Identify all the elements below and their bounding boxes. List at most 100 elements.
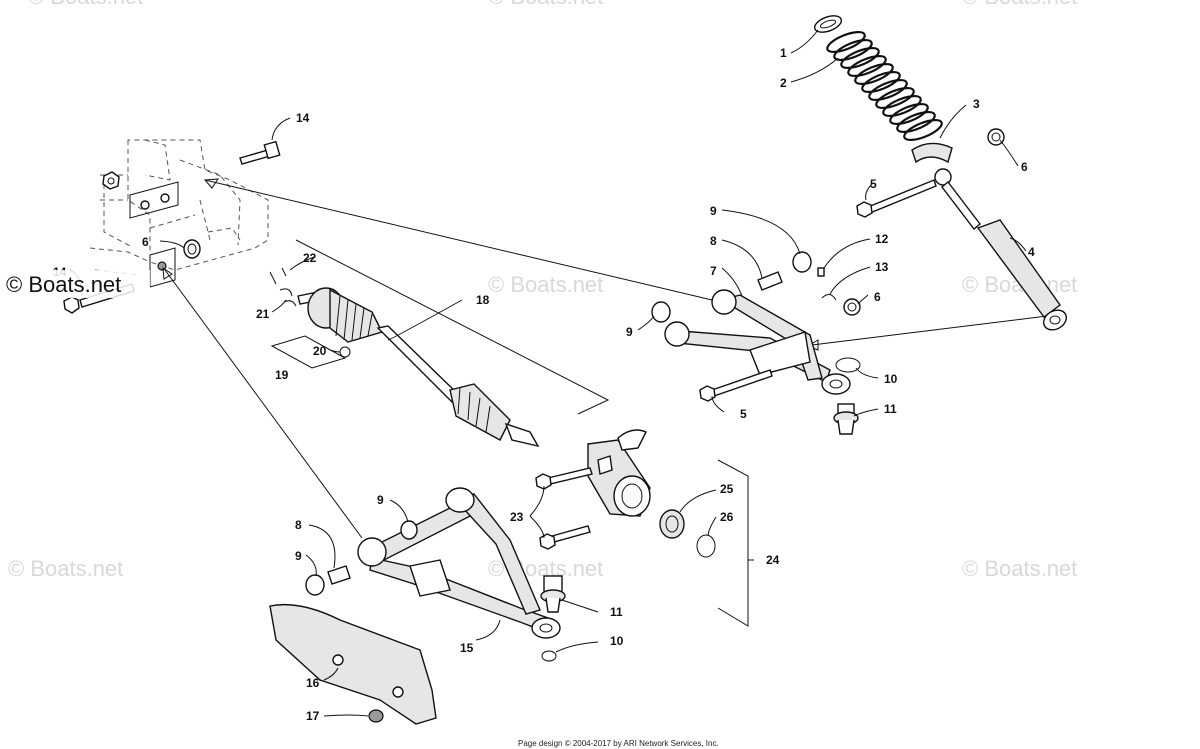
bushing-9-upper-left bbox=[651, 301, 671, 323]
watermark: © Boats.net bbox=[28, 0, 143, 9]
bushing-9-lower-right bbox=[400, 520, 418, 540]
nut-upper-left bbox=[102, 171, 120, 190]
spring-retainer-1 bbox=[813, 15, 843, 33]
spring-coil bbox=[896, 110, 936, 134]
callout-19: 19 bbox=[275, 368, 289, 382]
snap-ring-10-upper bbox=[835, 357, 861, 373]
bearing-25 bbox=[659, 509, 685, 539]
watermark: © Boats.net bbox=[488, 272, 603, 297]
spring-coil bbox=[868, 78, 908, 102]
corner-watermark: © Boats.net bbox=[4, 270, 150, 298]
bushing-9-lower-left bbox=[305, 574, 325, 596]
callout-16: 16 bbox=[306, 676, 320, 690]
spring-coil bbox=[854, 62, 894, 86]
callout-5-lower: 5 bbox=[740, 407, 747, 421]
ball-joint-11-lower bbox=[540, 575, 566, 613]
bracket-18 bbox=[295, 239, 610, 415]
zerk-12 bbox=[817, 267, 825, 277]
watermark: © Boats.net bbox=[488, 0, 603, 9]
callout-6-arm: 6 bbox=[874, 290, 881, 304]
bolt-5-upper bbox=[856, 179, 937, 218]
callout-20: 20 bbox=[313, 344, 327, 358]
spring-coil bbox=[833, 38, 873, 62]
callout-2: 2 bbox=[780, 76, 787, 90]
callout-12: 12 bbox=[875, 232, 889, 246]
nut-6-upper bbox=[987, 128, 1005, 146]
watermark: © Boats.net bbox=[962, 556, 1077, 581]
shock-absorber-4 bbox=[934, 168, 1068, 331]
watermark: © Boats.net bbox=[962, 0, 1077, 9]
callout-9-upper-left: 9 bbox=[626, 325, 633, 339]
callout-22: 22 bbox=[303, 251, 317, 265]
spring-coil bbox=[847, 54, 887, 78]
sleeve-8-lower bbox=[327, 565, 351, 585]
callout-11-lower: 11 bbox=[610, 605, 623, 619]
callout-9-lower-left: 9 bbox=[295, 549, 302, 563]
clip-13 bbox=[821, 294, 837, 301]
sleeve-8-upper bbox=[757, 271, 783, 291]
lower-a-arm-15 bbox=[357, 487, 561, 639]
callout-3: 3 bbox=[973, 97, 980, 111]
clamp-20 bbox=[339, 346, 351, 358]
callout-7: 7 bbox=[710, 264, 717, 278]
bracket-24 bbox=[717, 459, 749, 627]
callout-13: 13 bbox=[875, 260, 889, 274]
spring-coil bbox=[826, 30, 866, 54]
boot-kit-21 bbox=[279, 288, 297, 307]
callout-8-lower: 8 bbox=[295, 518, 302, 532]
nut-6-left bbox=[183, 239, 201, 259]
bolt-23-upper bbox=[535, 467, 593, 490]
callout-5-upper: 5 bbox=[870, 177, 877, 191]
spring-coil bbox=[861, 70, 901, 94]
callout-6-frame: 6 bbox=[142, 235, 149, 249]
callout-25: 25 bbox=[720, 482, 734, 496]
callout-10-lower: 10 bbox=[610, 634, 624, 648]
callout-4: 4 bbox=[1028, 245, 1035, 259]
callout-21: 21 bbox=[256, 307, 270, 321]
drive-axle-18 bbox=[297, 287, 540, 448]
snap-ring-10-lower bbox=[541, 650, 557, 662]
knuckle bbox=[587, 429, 651, 517]
leader-lines bbox=[69, 29, 1027, 717]
page-credit: Page design © 2004-2017 by ARI Network S… bbox=[518, 739, 719, 748]
seal-22 bbox=[269, 267, 287, 285]
spring-coil bbox=[889, 102, 929, 126]
callout-14-upper: 14 bbox=[296, 111, 310, 125]
callout-23: 23 bbox=[510, 510, 524, 524]
spring-coil bbox=[903, 118, 943, 142]
nut-6-arm bbox=[843, 298, 861, 316]
callout-17: 17 bbox=[306, 709, 320, 723]
bolt-23-lower bbox=[539, 525, 591, 550]
callout-labels: 1 2 3 4 5 5 6 6 6 7 8 8 9 9 9 9 10 10 11… bbox=[53, 46, 1035, 723]
callout-9-lower-right: 9 bbox=[377, 493, 384, 507]
ball-joint-11-upper bbox=[833, 403, 859, 435]
coil-spring-2 bbox=[826, 30, 943, 142]
upper-a-arm bbox=[664, 289, 851, 395]
spring-coil bbox=[840, 46, 880, 70]
spring-coil bbox=[882, 94, 922, 118]
callout-26: 26 bbox=[720, 510, 734, 524]
reference-lines bbox=[162, 178, 1048, 539]
callout-15: 15 bbox=[460, 641, 474, 655]
snap-ring-26 bbox=[696, 534, 716, 558]
callout-9-upper-right: 9 bbox=[710, 204, 717, 218]
skid-plate-16 bbox=[269, 603, 437, 725]
spring-seat-3 bbox=[911, 142, 953, 164]
watermark: © Boats.net bbox=[8, 556, 123, 581]
bolt-14-upper bbox=[239, 140, 281, 165]
bolt-5-lower bbox=[699, 369, 773, 402]
bushing-9-upper-right bbox=[792, 251, 812, 273]
bracket-19 bbox=[270, 335, 347, 369]
callout-6-shock: 6 bbox=[1021, 160, 1028, 174]
spring-coil bbox=[875, 86, 915, 110]
callout-11-upper: 11 bbox=[884, 402, 897, 416]
callout-24: 24 bbox=[766, 553, 780, 567]
callout-1: 1 bbox=[780, 46, 787, 60]
callout-10-upper: 10 bbox=[884, 372, 898, 386]
callout-18: 18 bbox=[476, 293, 490, 307]
callout-8-upper: 8 bbox=[710, 234, 717, 248]
watermark-corner: © Boats.net bbox=[6, 272, 121, 297]
screw-17 bbox=[368, 709, 384, 723]
